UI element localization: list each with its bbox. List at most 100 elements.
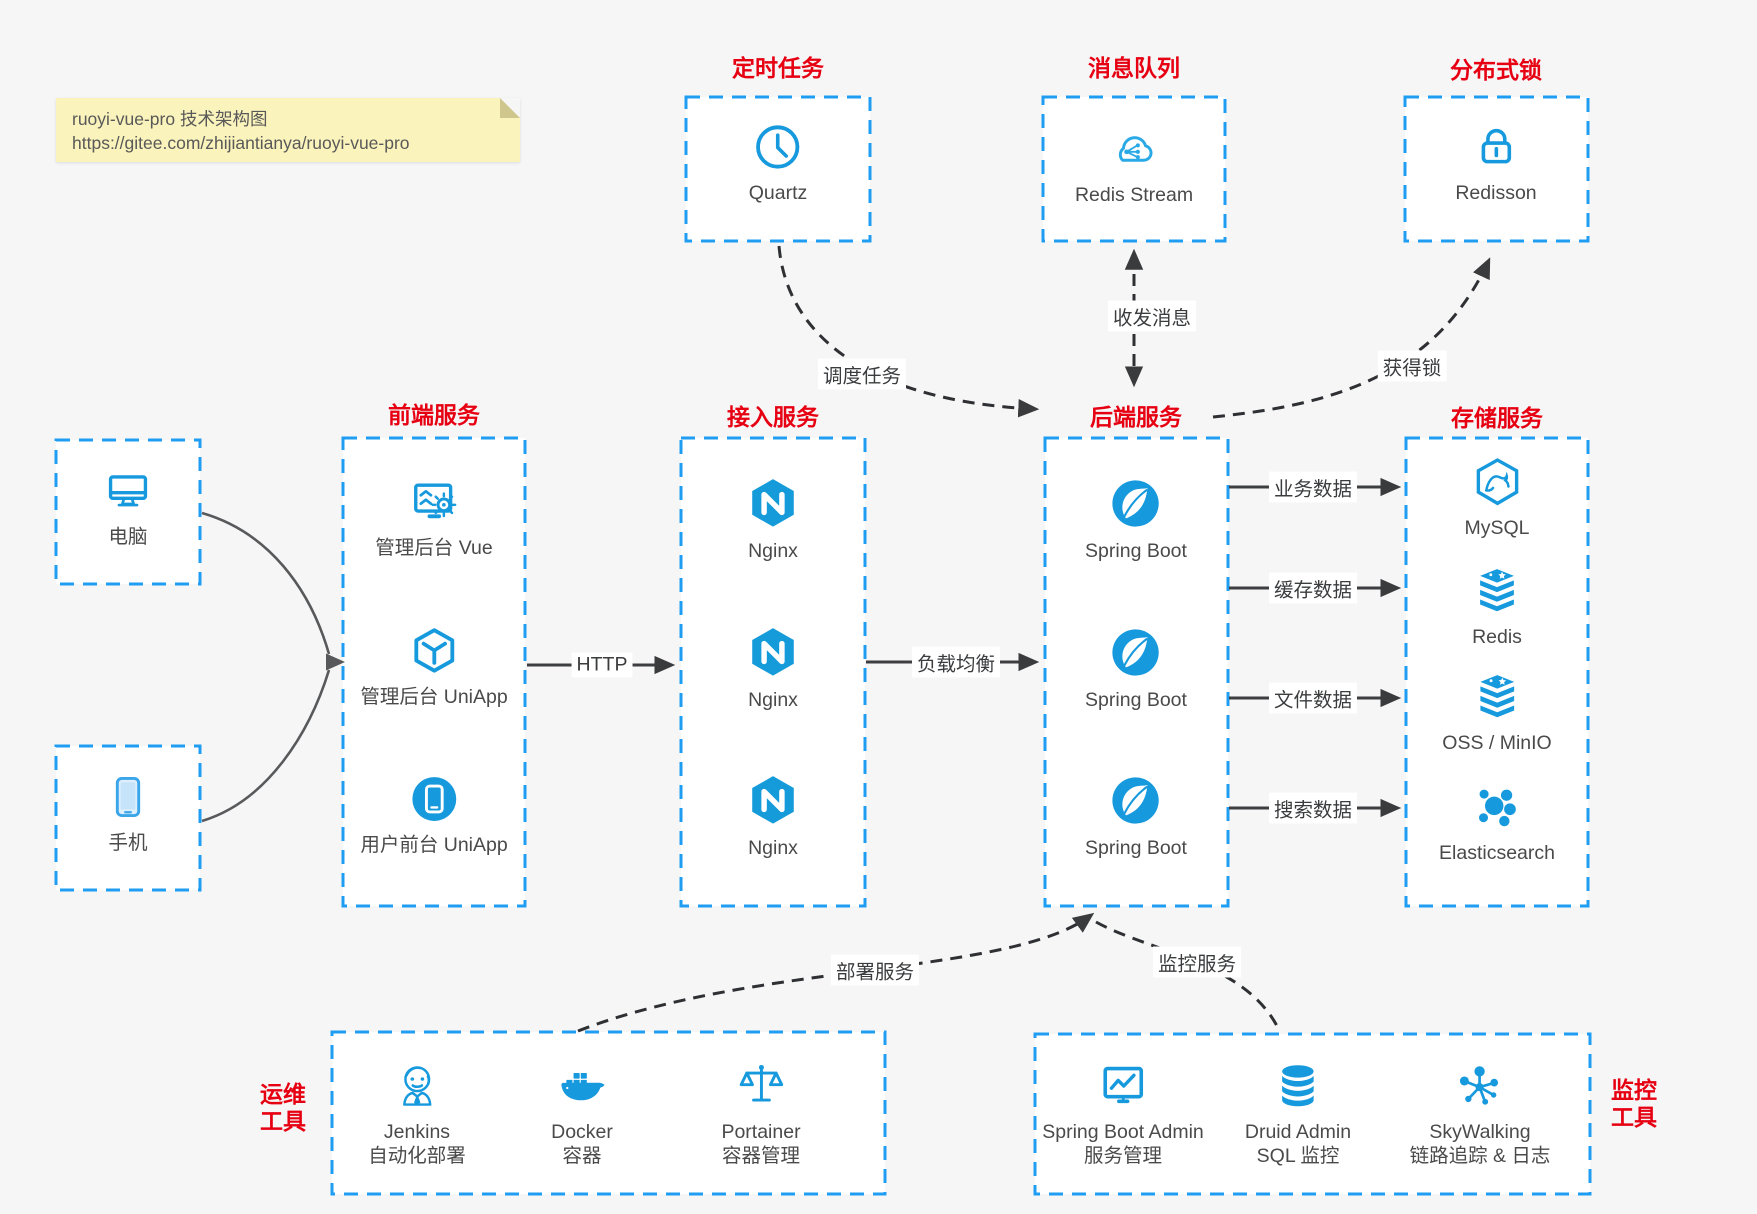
edge-label-cache-data: 缓存数据 [1268,572,1358,604]
title-storage: 存储服务 [1451,405,1543,431]
node-sublabel: 容器管理 [721,1145,800,1167]
node-sublabel: SQL 监控 [1256,1145,1340,1167]
admin-uniapp-node: 管理后台 UniApp [360,624,508,709]
nginx-node: Nginx [745,475,802,563]
sticky-note: ruoyi-vue-pro 技术架构图 https://gitee.com/zh… [56,98,520,162]
node-label: Druid Admin [1244,1121,1352,1143]
edge-label-schedule: 调度任务 [817,358,907,390]
mysql-node: MySQL [1464,455,1530,540]
note-url: https://gitee.com/zhijiantianya/ruoyi-vu… [72,133,410,153]
title-distributed-lock: 分布式锁 [1450,57,1542,83]
cloud-share-icon [1107,122,1161,176]
nginx-icon [745,624,802,681]
clock-icon [751,120,805,174]
pc-to-frontend-line [201,511,331,655]
node-label: 管理后台 Vue [375,537,493,559]
edge-label-http: HTTP [571,652,633,678]
elasticsearch-node: Elasticsearch [1439,780,1555,865]
node-label: 用户前台 UniApp [360,834,508,856]
spring-boot-icon [1108,772,1165,829]
title-scheduled-tasks: 定时任务 [732,55,824,81]
mysql-icon [1470,455,1524,509]
docker-icon [555,1059,609,1113]
node-label: 管理后台 UniApp [360,686,508,708]
nginx-icon [745,772,802,829]
admin-vue-icon [407,475,461,529]
node-label: Spring Boot [1085,837,1187,859]
druid-icon [1271,1059,1325,1113]
redis-stream-node: Redis Stream [1075,122,1193,207]
node-sublabel: 服务管理 [1083,1145,1163,1167]
portainer-icon [734,1059,788,1113]
node-label: 电脑 [108,526,148,548]
node-label: Redis [1472,626,1522,648]
portainer-node: Portainer 容器管理 [721,1059,801,1168]
redis-node: Redis [1470,564,1524,649]
node-sublabel: 自动化部署 [368,1145,466,1167]
edge-label-message: 收发消息 [1107,300,1197,332]
user-uniapp-node: 用户前台 UniApp [360,772,508,857]
node-label: Portainer [721,1121,801,1143]
note-title: ruoyi-vue-pro 技术架构图 [72,109,268,129]
skywalking-icon [1453,1059,1507,1113]
phone-to-frontend-line [201,669,331,823]
node-label: Spring Boot [1085,689,1187,711]
spring-boot-admin-node: Spring Boot Admin 服务管理 [1042,1059,1204,1168]
spring-boot-node: Spring Boot [1085,772,1187,860]
edge-lock-line [1212,257,1491,419]
title-message-queue: 消息队列 [1088,55,1180,81]
pc-node: 电脑 [101,464,155,549]
node-label: Elasticsearch [1439,842,1555,864]
node-label: Redisson [1455,182,1537,204]
jenkins-icon [390,1059,444,1113]
node-label: Jenkins [383,1121,451,1143]
spring-boot-node: Spring Boot [1085,624,1187,712]
title-frontend: 前端服务 [388,402,480,428]
title-monitor-tools: 监控 工具 [1611,1077,1657,1130]
edge-label-load-balance: 负载均衡 [911,646,1001,678]
node-label: Nginx [748,837,798,859]
node-label: Spring Boot [1085,540,1187,562]
node-label: SkyWalking [1429,1121,1531,1143]
redis-icon [1470,564,1524,618]
node-label: Spring Boot Admin [1042,1121,1204,1143]
redisson-node: Redisson [1455,120,1537,205]
nginx-node: Nginx [745,772,802,860]
spring-boot-icon [1108,624,1165,681]
title-gateway: 接入服务 [727,404,819,430]
mobile-icon [101,770,155,824]
admin-vue-node: 管理后台 Vue [375,475,493,560]
node-label: 手机 [108,832,148,854]
node-sublabel: 容器 [562,1145,602,1167]
oss-minio-node: OSS / MinIO [1442,670,1552,755]
edge-label-lock: 获得锁 [1377,350,1447,382]
elasticsearch-icon [1470,780,1524,834]
spring-boot-node: Spring Boot [1085,475,1187,563]
node-sublabel: 链路追踪 & 日志 [1409,1145,1551,1167]
edge-label-file-data: 文件数据 [1268,682,1358,714]
node-label: Redis Stream [1074,184,1194,206]
uniapp-cube-icon [407,624,461,678]
phone-node: 手机 [101,770,155,855]
node-label: OSS / MinIO [1442,732,1552,754]
quartz-node: Quartz [748,120,808,205]
node-label: Nginx [748,540,798,562]
edge-label-monitor: 监控服务 [1152,946,1242,978]
nginx-node: Nginx [745,624,802,712]
user-app-icon [407,772,461,826]
spring-boot-icon [1108,475,1165,532]
spring-boot-admin-icon [1096,1059,1150,1113]
druid-admin-node: Druid Admin SQL 监控 [1245,1059,1351,1168]
frontend-arrowhead [326,653,345,671]
nginx-icon [745,475,802,532]
desktop-icon [101,464,155,518]
node-label: Docker [551,1121,613,1143]
title-ops-tools: 运维 工具 [260,1081,306,1134]
node-label: MySQL [1464,517,1530,539]
edge-label-deploy: 部署服务 [830,954,920,986]
lock-icon [1469,120,1523,174]
title-backend: 后端服务 [1090,404,1182,430]
node-label: Quartz [748,182,808,204]
node-label: Nginx [748,689,798,711]
